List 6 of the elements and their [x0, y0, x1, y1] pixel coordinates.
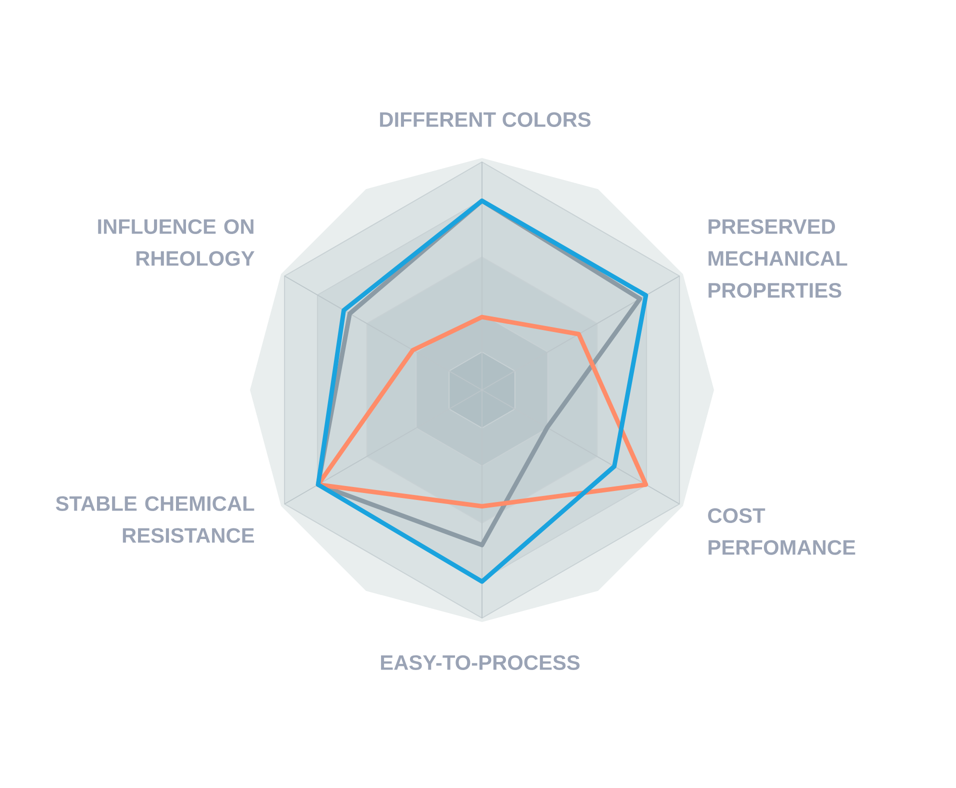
axis-label: COST PERFOMANCE: [708, 508, 856, 555]
axis-label: EASY-TO-PROCESS: [381, 655, 580, 670]
axis-label: DIFFERENT COLORS: [380, 112, 591, 127]
axis-label: STABLE CHEMICAL RESISTANCE: [56, 496, 254, 543]
axis-label: PRESERVED MECHANICAL PROPERTIES: [708, 219, 848, 298]
axis-label: INFLUENCE ON RHEOLOGY: [98, 219, 254, 266]
